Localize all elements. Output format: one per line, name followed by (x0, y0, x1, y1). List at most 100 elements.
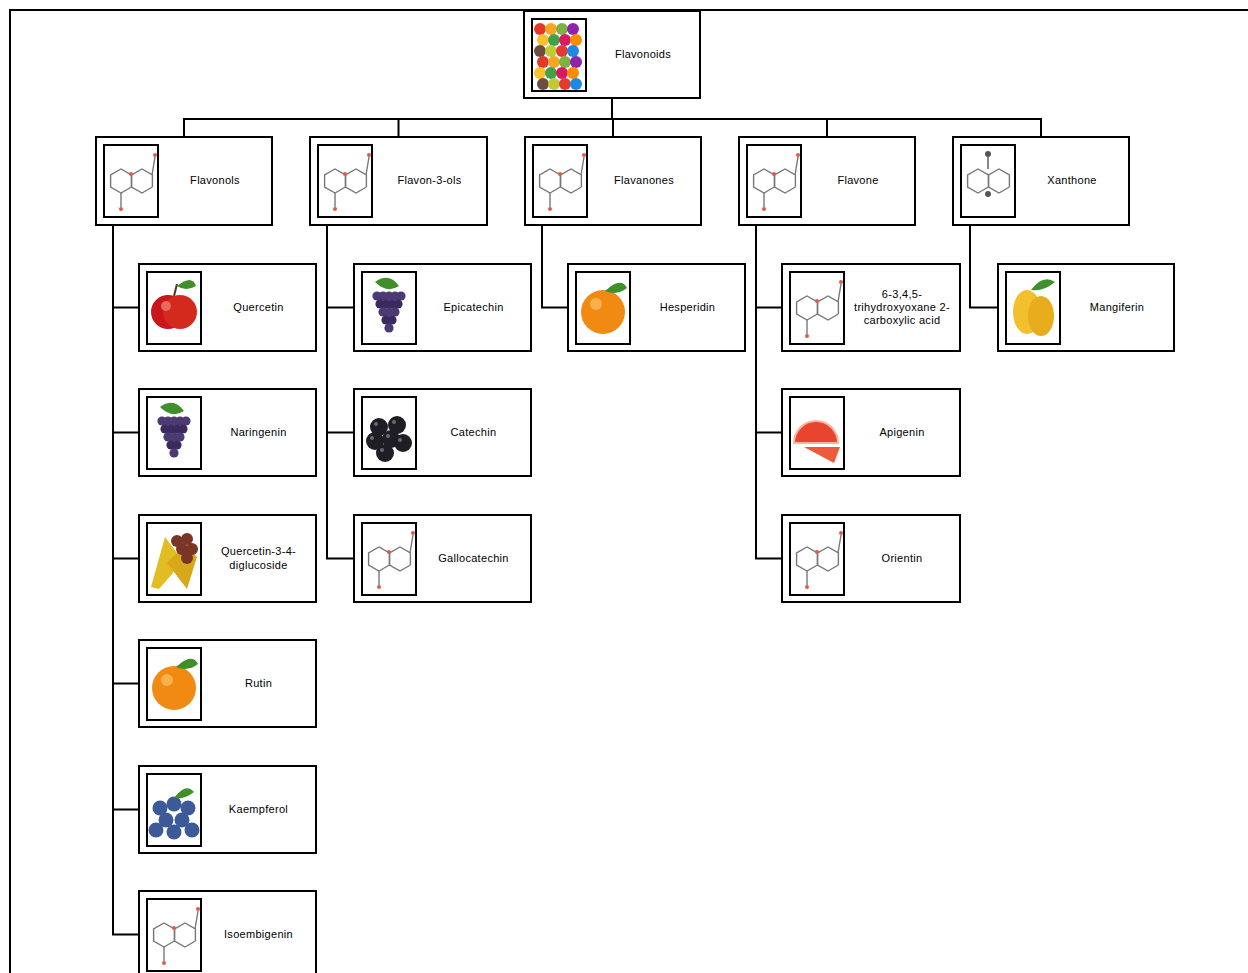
ring-bond (132, 169, 153, 193)
tree-connector (399, 99, 613, 136)
blackberry (394, 434, 412, 452)
node-label: Mangiferin (1090, 301, 1144, 314)
icon-frame (790, 397, 844, 469)
fruit (556, 67, 568, 79)
side-bond (795, 157, 798, 175)
node-label: Flavon-3-ols (397, 174, 461, 187)
tree-connector (756, 226, 781, 433)
fruit (534, 45, 546, 57)
compound-box: Hesperidin (567, 263, 746, 352)
node-label: Hesperidin (660, 301, 716, 314)
node-label: Orientin (882, 552, 923, 565)
orange-shine (161, 674, 173, 686)
orange-leaf (176, 659, 198, 669)
ring-bond (754, 169, 775, 193)
orange-body (581, 290, 625, 334)
ring-bond (369, 547, 390, 571)
compound-box: Epicatechin (353, 263, 532, 352)
category-box: Flavonols (95, 136, 273, 226)
blackberry (376, 444, 394, 462)
blackberry-shine (386, 434, 390, 438)
compound-box: Kaempferol (138, 765, 317, 854)
node-label: Apigenin (879, 426, 924, 439)
category-box: Flavon-3-ols (309, 136, 488, 226)
node-label: Epicatechin (443, 301, 503, 314)
node-icon (362, 523, 416, 595)
carbonyl-bond (987, 157, 988, 169)
ring-bond (111, 169, 132, 193)
icon-layer (104, 19, 1060, 971)
fruit (548, 78, 560, 90)
compound-box: Quercetin-3-4- diglucoside (138, 514, 317, 603)
atom-mark (582, 153, 586, 157)
tree-connector (612, 99, 1041, 136)
grapefruit-slice (804, 447, 840, 463)
oxygen-atom (985, 191, 991, 197)
compound-box: Gallocatechin (353, 514, 532, 603)
node-label: Xanthone (1047, 174, 1097, 187)
fruit (567, 67, 579, 79)
grape (181, 416, 190, 425)
ring-bond (390, 547, 411, 571)
side-bond (366, 157, 369, 175)
icon-frame (362, 397, 416, 469)
icon-frame (362, 272, 416, 344)
node-label: Rutin (245, 677, 272, 690)
side-bond (763, 193, 764, 207)
orange-leaf (605, 283, 627, 293)
category-box: Flavone (738, 136, 916, 226)
atom-mark (333, 207, 337, 211)
icon-frame (147, 648, 201, 720)
fruit (537, 34, 549, 46)
fruit (556, 23, 568, 35)
mango (1028, 296, 1054, 336)
tree-connector (113, 226, 138, 559)
icon-frame (362, 523, 416, 595)
node-icon (576, 272, 630, 344)
compound-box: Isoembigenin (138, 890, 317, 973)
atom-mark (805, 334, 809, 338)
node-icon (147, 523, 201, 595)
fruit (567, 45, 579, 57)
fruit (545, 45, 557, 57)
grape (175, 432, 184, 441)
node-icon (147, 397, 201, 469)
tree-connector (612, 99, 827, 136)
grape (178, 424, 187, 433)
fruit (534, 23, 546, 35)
ring-bond (989, 169, 1010, 193)
node-label: Naringenin (230, 426, 286, 439)
compound-box: Quercetin (138, 263, 317, 352)
atom-mark (343, 172, 347, 176)
blueberry (149, 823, 164, 838)
atom-mark (129, 172, 133, 176)
fruit (570, 78, 582, 90)
icon-frame (532, 19, 586, 91)
node-label: 6-3,4,5- trihydroxyoxane 2- carboxylic a… (849, 288, 955, 328)
tree-connector (113, 226, 138, 433)
compound-box: Orientin (781, 514, 961, 603)
atom-mark (839, 280, 843, 284)
atom-mark (772, 172, 776, 176)
side-bond (378, 571, 379, 585)
grape (393, 299, 402, 308)
tree-connector (184, 99, 612, 136)
icon-frame (104, 145, 158, 217)
mango-leaf (1031, 279, 1055, 290)
ring-bond (175, 923, 196, 947)
outer-frame (10, 10, 1248, 973)
node-icon (147, 899, 201, 971)
ring-bond (154, 923, 175, 947)
root-box: Flavonoids (523, 10, 701, 99)
blueberry (167, 825, 182, 840)
grape (169, 448, 178, 457)
grape (390, 307, 399, 316)
ring-bond (540, 169, 561, 193)
ring-bond (797, 296, 818, 320)
tree-connector (756, 226, 781, 559)
node-label: Flavanones (614, 174, 674, 187)
side-bond (195, 911, 198, 929)
ring-bond (775, 169, 796, 193)
grape-leaf (375, 278, 399, 289)
